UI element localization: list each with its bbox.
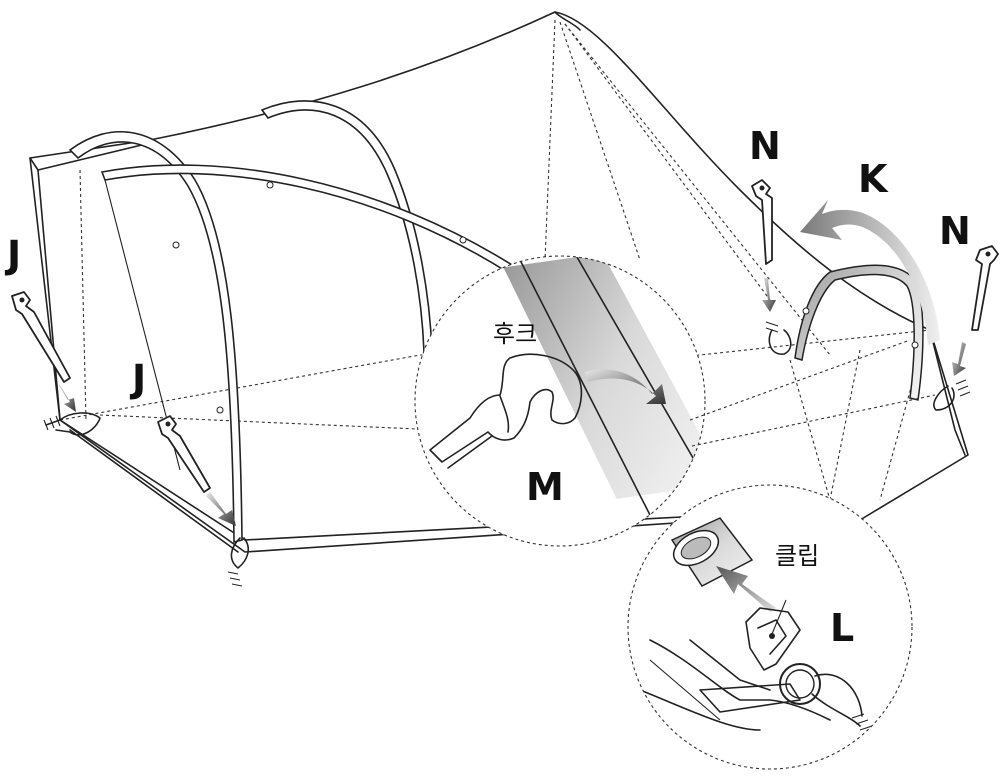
k-rotation-arrow [800,200,940,345]
arch-poles [68,100,522,544]
callout-hook: 후크 [493,320,537,348]
label-n-left: N [749,124,781,168]
vestibule-pole [794,264,924,401]
stake-n-left [751,179,792,355]
stake-j-mid [157,415,250,587]
label-j-left: J [4,233,21,277]
label-n-right: N [939,209,971,253]
label-m: M [526,465,564,509]
magnifier-m [414,255,936,547]
label-j-mid: J [129,357,146,401]
label-l: L [830,606,854,650]
callout-clip: 클립 [775,542,819,570]
stake-n-right [933,245,999,411]
stake-j-left [11,291,101,436]
label-k: K [858,157,889,201]
magnifier-l [627,484,913,770]
